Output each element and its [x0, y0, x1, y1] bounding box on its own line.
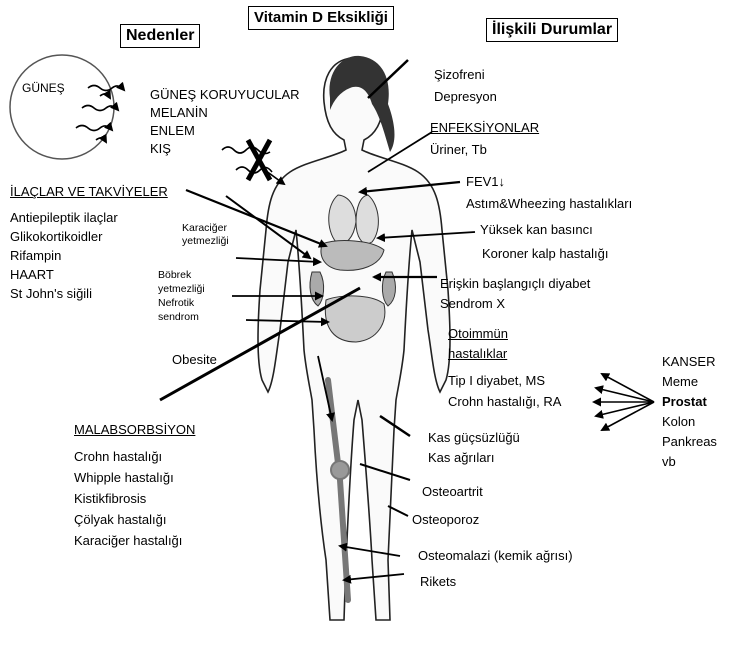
psych-item: Şizofreni: [434, 64, 497, 86]
autoimmune-item: Crohn hastalığı, RA: [448, 391, 561, 412]
autoimmune-title: Otoimmün hastalıklar: [448, 324, 508, 364]
liver-line: yetmezliği: [182, 235, 229, 248]
muscle-list: Kas güçsüzlüğü Kas ağrıları: [428, 428, 520, 468]
kidney-line: yetmezliği: [158, 282, 205, 296]
malabsorption-item: Çölyak hastalığı: [74, 509, 182, 530]
sun-circle: [10, 55, 114, 159]
kidney-line: Böbrek: [158, 268, 205, 282]
diabetes-item: Erişkin başlangıçlı diyabet: [440, 274, 590, 294]
cancer-arrows: [594, 374, 654, 430]
osteomalacia-label: Osteomalazi (kemik ağrısı): [418, 548, 573, 564]
drugs-title: İLAÇLAR VE TAKVİYELER: [10, 184, 168, 200]
malabsorption-list: Crohn hastalığı Whipple hastalığı Kistik…: [74, 446, 182, 551]
malabsorption-item: Karaciğer hastalığı: [74, 530, 182, 551]
cancer-item: Pankreas: [662, 432, 717, 452]
fev-label: FEV1↓: [466, 174, 505, 190]
liver-failure-label: Karaciğer yetmezliği: [182, 222, 229, 248]
kidney-line: sendrom: [158, 310, 205, 324]
obesity-label: Obesite: [172, 352, 217, 368]
drug-item: St John's siğili: [10, 284, 118, 303]
muscle-item: Kas ağrıları: [428, 448, 520, 468]
coronary-label: Koroner kalp hastalığı: [482, 246, 608, 262]
rickets-label: Rikets: [420, 574, 456, 590]
autoimmune-item: Tip I diyabet, MS: [448, 370, 561, 391]
autoimmune-title-line: Otoimmün: [448, 324, 508, 344]
infections-text: Üriner, Tb: [430, 142, 487, 158]
malabsorption-item: Crohn hastalığı: [74, 446, 182, 467]
liver-line: Karaciğer: [182, 222, 229, 235]
diabetes-item: Sendrom X: [440, 294, 590, 314]
drug-item: Rifampin: [10, 246, 118, 265]
drug-item: HAART: [10, 265, 118, 284]
blood-pressure-label: Yüksek kan basıncı: [480, 222, 593, 238]
infections-title: ENFEKSİYONLAR: [430, 120, 539, 136]
malabsorption-title: MALABSORBSİYON: [74, 422, 195, 438]
sun-factors-list: GÜNEŞ KORUYUCULAR MELANİN ENLEM KIŞ: [150, 86, 300, 158]
title-box: Vitamin D Eksikliği: [248, 6, 394, 30]
autoimmune-title-line: hastalıklar: [448, 344, 508, 364]
cancer-item: Meme: [662, 372, 717, 392]
psych-item: Depresyon: [434, 86, 497, 108]
diabetes-list: Erişkin başlangıçlı diyabet Sendrom X: [440, 274, 590, 314]
cancer-list: KANSER Meme Prostat Kolon Pankreas vb: [662, 352, 717, 472]
cancer-item: KANSER: [662, 352, 717, 372]
sun-factor-item: KIŞ: [150, 140, 300, 158]
malabsorption-item: Whipple hastalığı: [74, 467, 182, 488]
drug-item: Antiepileptik ilaçlar: [10, 208, 118, 227]
osteoarthritis-label: Osteoartrit: [422, 484, 483, 500]
related-header: İlişkili Durumlar: [486, 18, 618, 42]
kidney-label: Böbrek yetmezliği Nefrotik sendrom: [158, 268, 205, 324]
sun-factor-item: MELANİN: [150, 104, 300, 122]
cancer-item: Kolon: [662, 412, 717, 432]
osteoporosis-label: Osteoporoz: [412, 512, 479, 528]
cancer-item: vb: [662, 452, 717, 472]
cancer-item: Prostat: [662, 392, 717, 412]
sun-factor-item: ENLEM: [150, 122, 300, 140]
causes-header: Nedenler: [120, 24, 200, 48]
drug-item: Glikokortikoidler: [10, 227, 118, 246]
sun-label: GÜNEŞ: [22, 80, 65, 96]
sun-rays: [76, 86, 124, 143]
kidney-line: Nefrotik: [158, 296, 205, 310]
sun-factor-item: GÜNEŞ KORUYUCULAR: [150, 86, 300, 104]
drugs-list: Antiepileptik ilaçlar Glikokortikoidler …: [10, 208, 118, 303]
malabsorption-item: Kistikfibrosis: [74, 488, 182, 509]
asthma-label: Astım&Wheezing hastalıkları: [466, 196, 632, 212]
autoimmune-list: Tip I diyabet, MS Crohn hastalığı, RA: [448, 370, 561, 412]
muscle-item: Kas güçsüzlüğü: [428, 428, 520, 448]
psychiatric-list: Şizofreni Depresyon: [434, 64, 497, 108]
